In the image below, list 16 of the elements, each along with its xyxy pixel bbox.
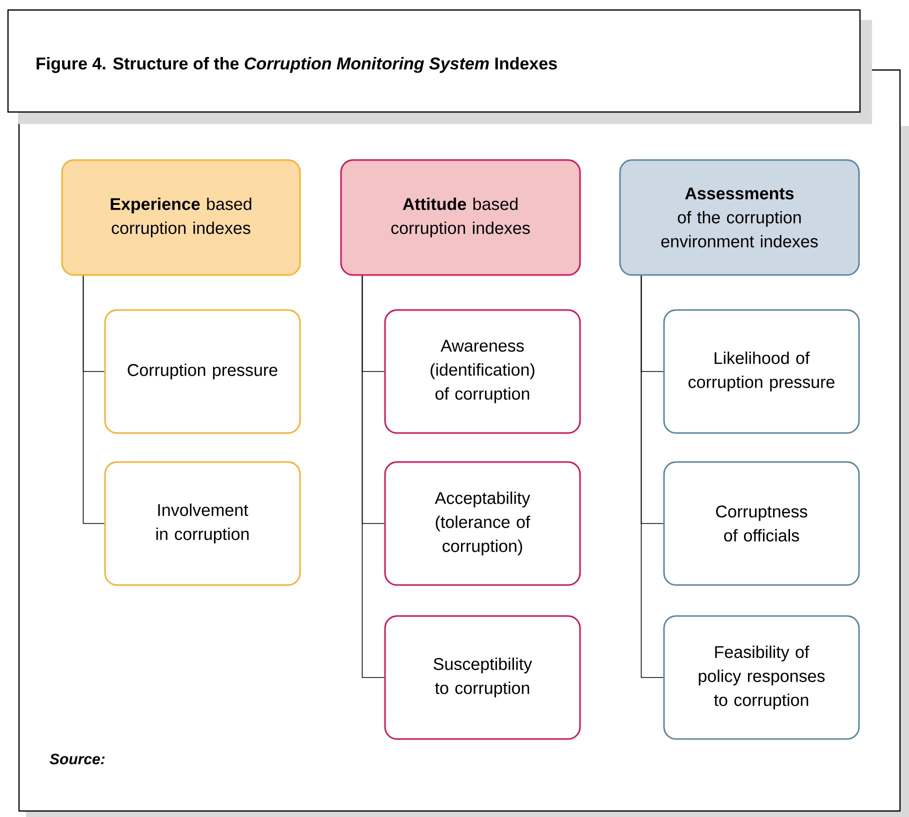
category-box: Assessments of the corruption environment indexes: [619, 159, 860, 276]
connector-line: [640, 275, 664, 678]
index-box: Awareness (identification) of corruption: [384, 309, 581, 434]
index-box: Feasibility of policy responses to corruption: [663, 615, 860, 740]
title: Figure 4. Structure of the Corruption Monitoring System Indexes: [36, 57, 557, 73]
source-note: Source:: [50, 754, 105, 764]
index-box: Corruptness of officials: [663, 461, 860, 586]
connector-line: [82, 275, 105, 524]
category-box: Experience based corruption indexes: [61, 159, 301, 276]
category-box: Attitude based corruption indexes: [340, 159, 581, 276]
index-box: Acceptability (tolerance of corruption): [384, 461, 581, 586]
index-box: Likelihood of corruption pressure: [663, 309, 860, 434]
index-box: Corruption pressure: [104, 309, 301, 434]
index-box: Susceptibility to corruption: [384, 615, 581, 740]
index-box: Involvement in corruption: [104, 461, 301, 586]
connector-line: [362, 275, 385, 678]
